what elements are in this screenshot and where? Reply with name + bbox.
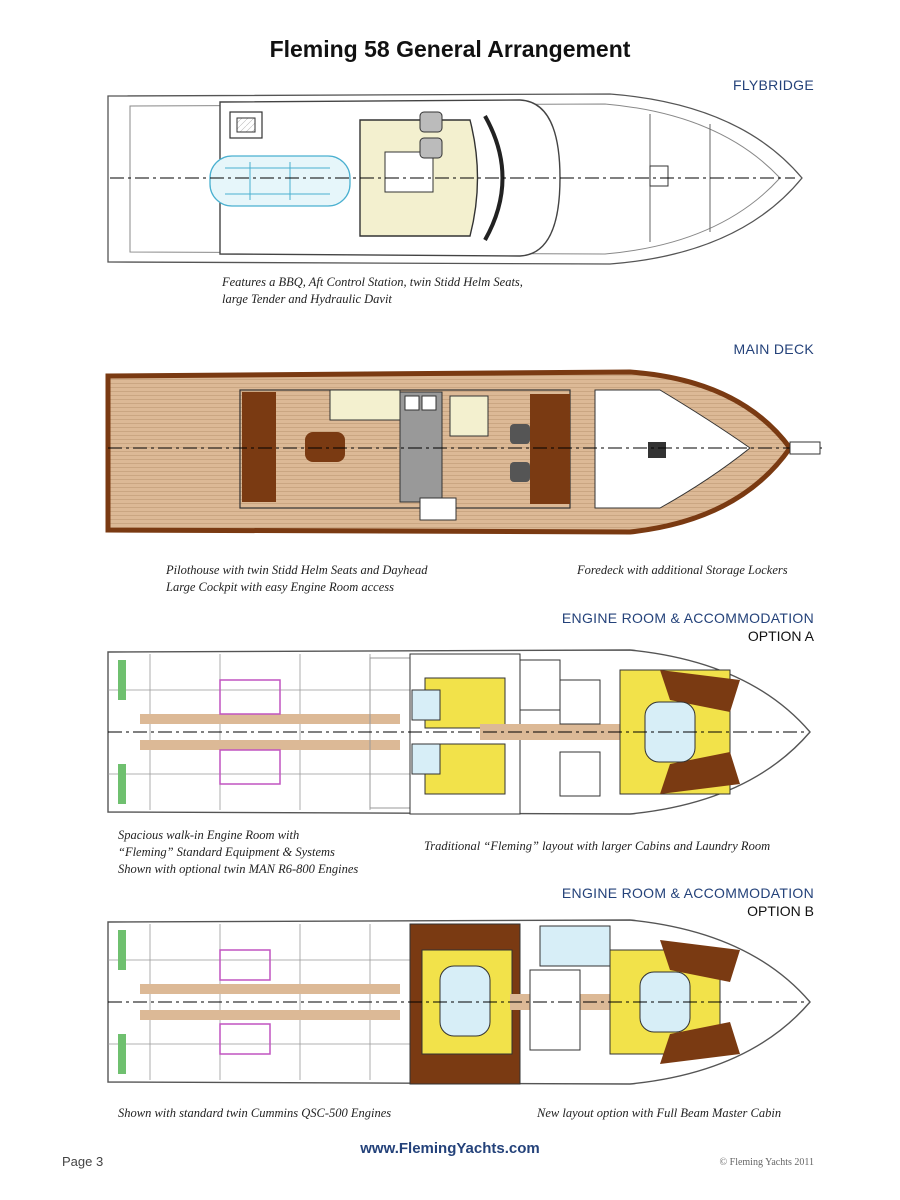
option-a-caption-left: Spacious walk-in Engine Room with “Flemi… bbox=[118, 827, 358, 878]
engine-starboard bbox=[219, 749, 281, 785]
option-a-caption-right: Traditional “Fleming” layout with larger… bbox=[424, 838, 770, 855]
caption-line: Shown with optional twin MAN R6-800 Engi… bbox=[118, 862, 359, 876]
caption-line: Large Cockpit with easy Engine Room acce… bbox=[166, 580, 394, 594]
main-deck-caption-right: Foredeck with additional Storage Lockers bbox=[577, 562, 788, 579]
option-b-caption-left: Shown with standard twin Cummins QSC-500… bbox=[118, 1105, 391, 1122]
option-a-plan bbox=[107, 649, 811, 815]
sofa bbox=[329, 389, 401, 421]
engine-port bbox=[219, 679, 281, 715]
page-title: Fleming 58 General Arrangement bbox=[269, 36, 631, 62]
caption-line: Spacious walk-in Engine Room with bbox=[118, 828, 300, 842]
main-deck-caption-left: Pilothouse with twin Stidd Helm Seats an… bbox=[166, 562, 427, 596]
option-a-sublabel: OPTION A bbox=[747, 628, 814, 644]
option-b-sublabel: OPTION B bbox=[747, 903, 814, 919]
main-deck-plan bbox=[105, 369, 825, 535]
caption-line: “Fleming” Standard Equipment & Systems bbox=[118, 845, 335, 859]
option-b-caption-right: New layout option with Full Beam Master … bbox=[537, 1105, 781, 1122]
flybridge-plan bbox=[107, 93, 803, 265]
flybridge-caption: Features a BBQ, Aft Control Station, twi… bbox=[222, 274, 523, 308]
main-deck-label: MAIN DECK bbox=[733, 341, 814, 357]
laundry bbox=[519, 659, 561, 711]
main-helm-seat-2 bbox=[510, 462, 530, 482]
flybridge-label: FLYBRIDGE bbox=[732, 77, 814, 93]
website-link[interactable]: www.FlemingYachts.com bbox=[360, 1140, 540, 1157]
caption-line: Pilothouse with twin Stidd Helm Seats an… bbox=[166, 563, 428, 577]
storage-locker bbox=[648, 442, 666, 458]
engine-starboard-b bbox=[219, 1023, 271, 1055]
page-number: Page 3 bbox=[62, 1154, 104, 1169]
pilothouse-console bbox=[530, 394, 570, 504]
engine-port-b bbox=[219, 949, 271, 981]
caption-line: Traditional “Fleming” layout with larger… bbox=[424, 839, 771, 853]
caption-line: Shown with standard twin Cummins QSC-500… bbox=[118, 1106, 392, 1120]
copyright: © Fleming Yachts 2011 bbox=[719, 1157, 814, 1168]
option-a-label: ENGINE ROOM & ACCOMMODATION bbox=[561, 610, 814, 626]
helm-seat-1 bbox=[419, 111, 443, 133]
caption-line: large Tender and Hydraulic Davit bbox=[222, 292, 392, 306]
caption-line: Features a BBQ, Aft Control Station, twi… bbox=[222, 275, 523, 289]
dayhead bbox=[419, 497, 457, 521]
heads bbox=[559, 679, 601, 725]
caption-line: Foredeck with additional Storage Lockers bbox=[577, 563, 788, 577]
option-b-label: ENGINE ROOM & ACCOMMODATION bbox=[561, 885, 814, 901]
tender bbox=[209, 155, 351, 207]
main-helm-seat-1 bbox=[510, 424, 530, 444]
settee bbox=[242, 392, 276, 502]
caption-line: New layout option with Full Beam Master … bbox=[537, 1106, 782, 1120]
helm-seat-2 bbox=[419, 137, 443, 159]
dining-table bbox=[305, 432, 345, 462]
option-b-plan bbox=[107, 919, 811, 1085]
